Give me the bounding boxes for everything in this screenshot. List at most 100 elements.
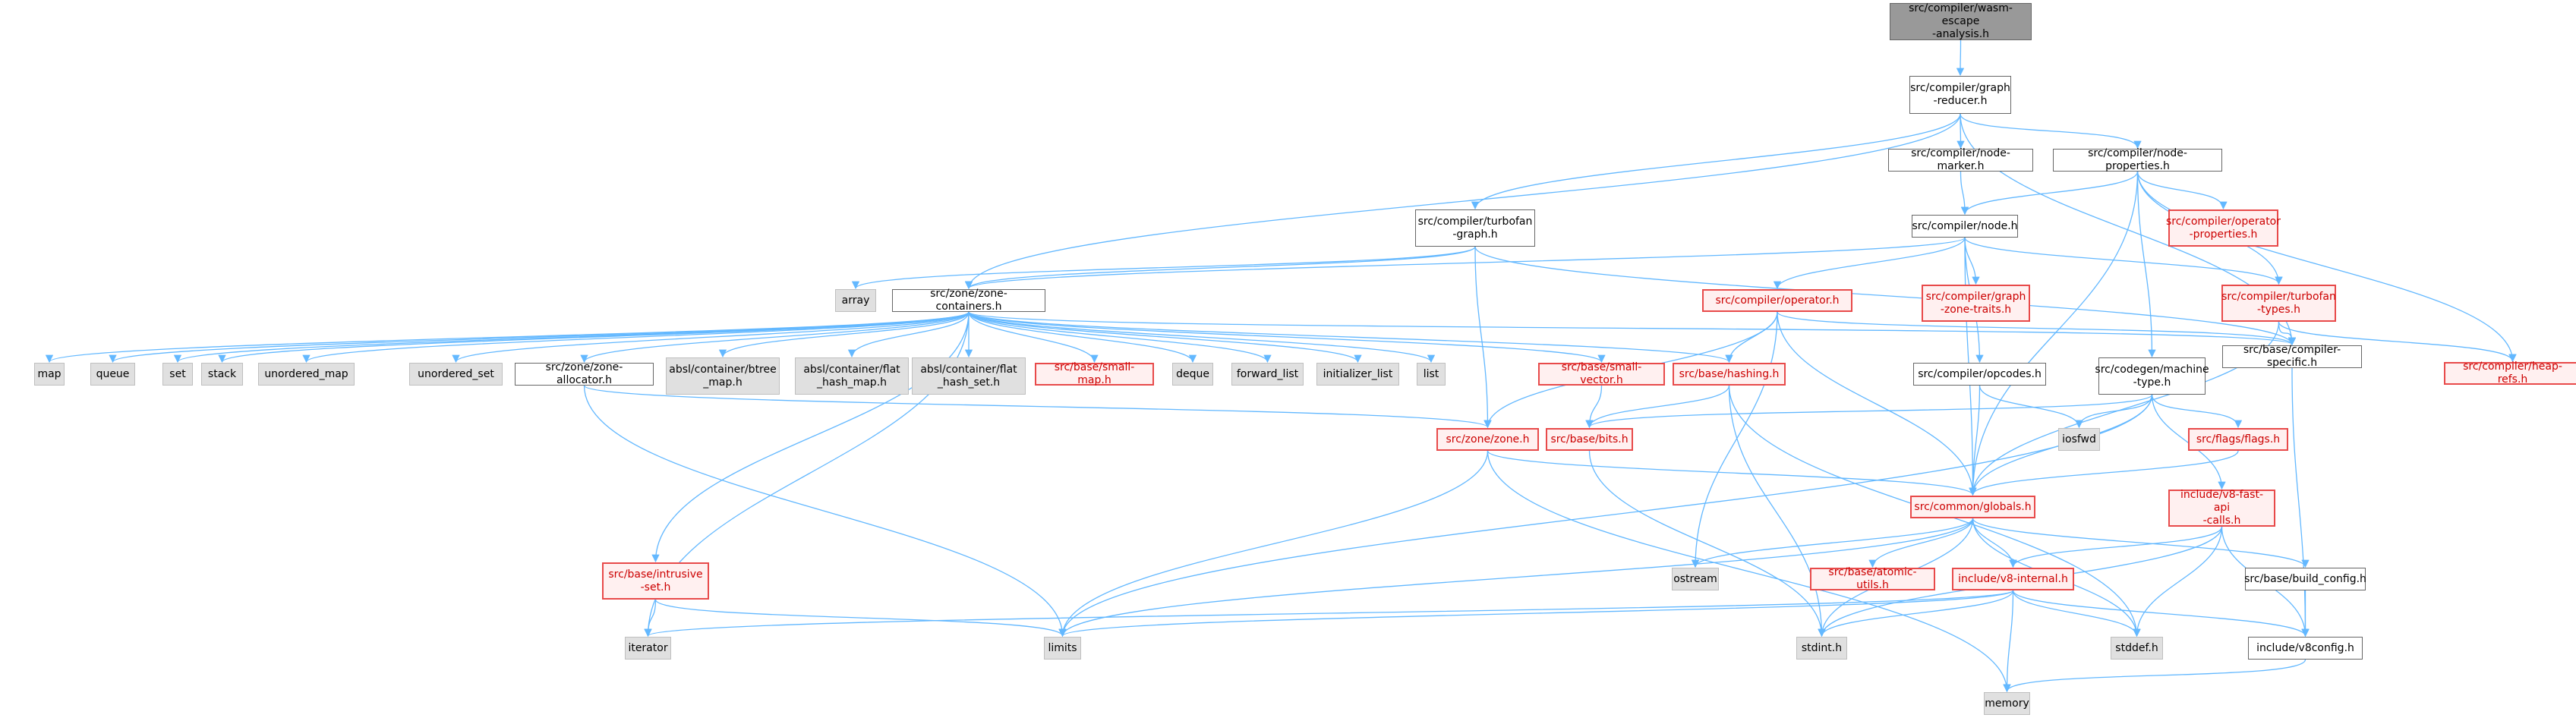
edge-zone-to-globals — [1487, 450, 1977, 496]
edge-graph_reducer-to-zone_containers — [964, 113, 1961, 290]
node-v8config[interactable]: include/v8config.h — [2248, 637, 2363, 660]
node-atomic-utils[interactable]: src/base/atomic-utils.h — [1810, 566, 1935, 591]
edge-zone_allocator-to-zone — [583, 385, 1492, 429]
node-queue: queue — [90, 363, 135, 386]
edge-machine_type-to-flags — [2151, 394, 2243, 429]
node-heap-refs[interactable]: src/compiler/heap-refs.h — [2444, 360, 2576, 386]
node-btree-map: absl/container/btree _map.h — [666, 357, 780, 395]
edge-turbofan_graph-to-array — [852, 246, 1476, 290]
node-machine-type[interactable]: src/codegen/machine -type.h — [2095, 357, 2209, 395]
node-initializer-list: initializer_list — [1316, 363, 1399, 386]
edge-node_properties-to-heap_refs — [2136, 171, 2517, 363]
node-flat-hash-map: absl/container/flat _hash_map.h — [795, 357, 909, 395]
edge-operator-to-hashing — [1725, 311, 1778, 364]
node-memory: memory — [1984, 692, 2030, 715]
node-root[interactable]: src/compiler/wasm-escape -analysis.h — [1890, 2, 2032, 40]
node-iterator: iterator — [625, 637, 671, 660]
edge-flags-to-globals — [1969, 450, 2239, 496]
edge-node-to-graph_zone_traits — [1964, 237, 1980, 285]
edge-node_marker-to-node — [1960, 171, 1969, 216]
edge-bits-to-stdint — [1588, 450, 1826, 638]
edge-turbofan_types-to-heap_refs — [2278, 321, 2517, 363]
node-node-marker[interactable]: src/compiler/node-marker.h — [1888, 147, 2033, 172]
edge-zone_containers-to-deque — [968, 311, 1197, 364]
edge-globals-to-v8_internal — [1972, 518, 2017, 568]
node-graph-zone-traits[interactable]: src/compiler/graph -zone-traits.h — [1922, 285, 2030, 322]
edge-zone_containers-to-initializer_list — [968, 311, 1362, 364]
edge-zone_containers-to-queue — [109, 311, 970, 364]
node-set: set — [162, 363, 193, 386]
node-zone-containers[interactable]: src/zone/zone-containers.h — [892, 288, 1045, 313]
edge-zone_containers-to-set — [174, 311, 970, 364]
edge-intrusive_set-to-limits — [654, 599, 1067, 638]
node-turbofan-graph[interactable]: src/compiler/turbofan -graph.h — [1415, 209, 1535, 247]
edge-v8_internal-to-stddef — [2012, 590, 2141, 638]
edge-zone_containers-to-hashing — [968, 311, 1733, 364]
edge-graph_reducer-to-node_properties — [1960, 113, 2142, 150]
node-operator[interactable]: src/compiler/operator.h — [1702, 289, 1852, 312]
edge-fast_api-to-stddef — [2133, 526, 2223, 638]
node-fast-api[interactable]: include/v8-fast-api -calls.h — [2168, 489, 2275, 527]
edge-zone_containers-to-flat_hash_map — [847, 311, 970, 358]
edge-zone-to-limits — [1058, 450, 1489, 638]
edge-node-to-operator — [1773, 237, 1966, 290]
edge-machine_type-to-iosfwd — [2075, 394, 2153, 429]
edge-node_properties-to-machine_type — [2136, 171, 2156, 358]
node-unordered-set: unordered_set — [409, 363, 503, 386]
edge-globals-to-build_config — [1972, 518, 2310, 568]
edge-root-to-graph_reducer — [1956, 39, 1965, 77]
node-turbofan-types[interactable]: src/compiler/turbofan -types.h — [2221, 285, 2336, 322]
node-hashing[interactable]: src/base/hashing.h — [1673, 363, 1786, 386]
edge-operator-to-compiler_specific — [1777, 311, 2296, 346]
node-zone-allocator[interactable]: src/zone/zone-allocator.h — [515, 361, 654, 386]
node-small-vector[interactable]: src/base/small-vector.h — [1538, 361, 1665, 386]
node-ostream: ostream — [1672, 568, 1719, 590]
edge-v8_internal-to-stdint — [1818, 590, 2014, 638]
edge-zone_containers-to-compiler_specific — [968, 311, 2296, 346]
node-stddef: stddef.h — [2111, 637, 2163, 660]
node-compiler-specific[interactable]: src/base/compiler-specific.h — [2222, 344, 2362, 369]
node-node[interactable]: src/compiler/node.h — [1912, 215, 2018, 238]
edge-node_properties-to-operator_properties — [2136, 171, 2228, 210]
node-flat-hash-set: absl/container/flat _hash_set.h — [912, 357, 1026, 395]
node-forward-list: forward_list — [1231, 363, 1304, 386]
edge-zone_allocator-to-limits — [583, 385, 1067, 638]
node-flags[interactable]: src/flags/flags.h — [2188, 428, 2288, 451]
node-graph-reducer[interactable]: src/compiler/graph -reducer.h — [1909, 76, 2011, 114]
node-iosfwd: iosfwd — [2058, 428, 2100, 451]
edge-node-to-turbofan_types — [1964, 237, 2283, 285]
node-globals[interactable]: src/common/globals.h — [1910, 496, 2035, 518]
edge-zone-to-memory — [1487, 450, 2011, 693]
node-bits[interactable]: src/base/bits.h — [1546, 428, 1633, 451]
node-limits: limits — [1044, 637, 1081, 660]
edge-zone_containers-to-zone_allocator — [580, 311, 970, 364]
edge-node-to-zone_containers — [965, 237, 1966, 290]
edge-graph_reducer-to-turbofan_graph — [1471, 113, 1961, 210]
node-unordered-map: unordered_map — [258, 363, 355, 386]
node-deque: deque — [1172, 363, 1213, 386]
edge-node_properties-to-node — [1960, 171, 2139, 216]
node-node-properties[interactable]: src/compiler/node-properties.h — [2053, 147, 2222, 172]
node-build-config[interactable]: src/base/build_config.h — [2244, 568, 2366, 590]
edge-zone_containers-to-unordered_map — [302, 311, 970, 364]
edge-zone_containers-to-stack — [218, 311, 970, 364]
node-zone[interactable]: src/zone/zone.h — [1436, 428, 1539, 451]
node-map: map — [34, 363, 65, 386]
edge-intrusive_set-to-iterator — [644, 599, 657, 638]
edge-v8_internal-to-memory — [2003, 590, 2014, 693]
node-small-map[interactable]: src/base/small-map.h — [1035, 361, 1154, 386]
edge-globals-to-atomic_utils — [1868, 518, 1974, 568]
edge-turbofan_graph-to-compiler_specific — [1474, 246, 2297, 346]
node-opcodes[interactable]: src/compiler/opcodes.h — [1913, 363, 2046, 386]
node-operator-properties[interactable]: src/compiler/operator -properties.h — [2166, 209, 2281, 247]
edge-fast_api-to-v8_internal — [2009, 526, 2223, 568]
node-intrusive-set[interactable]: src/base/intrusive -set.h — [602, 562, 709, 600]
edge-compiler_specific-to-v8config — [2291, 367, 2310, 638]
edge-zone_containers-to-small_map — [968, 311, 1099, 364]
node-v8-internal[interactable]: include/v8-internal.h — [1952, 568, 2074, 590]
node-array: array — [835, 289, 876, 312]
edge-zone_containers-to-forward_list — [968, 311, 1272, 364]
edge-v8_internal-to-limits — [1058, 590, 2014, 638]
node-list: list — [1417, 363, 1446, 386]
